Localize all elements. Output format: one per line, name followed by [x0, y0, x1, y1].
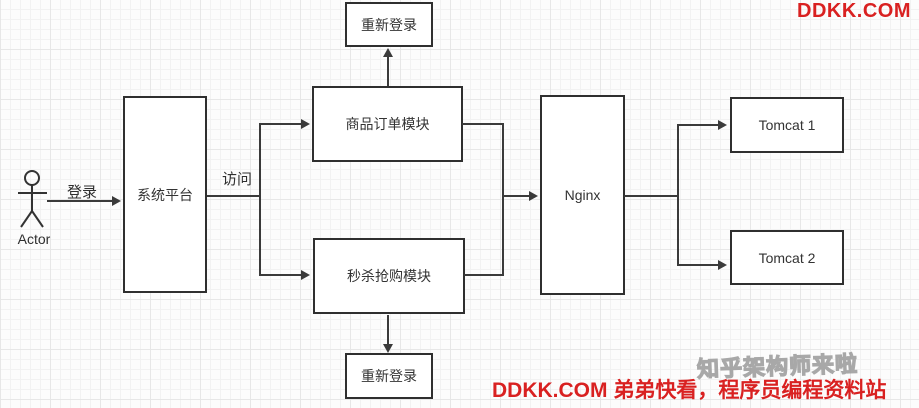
arrowhead-relogin-top-icon	[383, 48, 393, 57]
node-tomcat2: Tomcat 2	[730, 230, 844, 285]
node-relogin-bottom-label: 重新登录	[361, 368, 417, 384]
edge-tomcat-vertical	[677, 124, 679, 266]
edge-order-out-line	[462, 123, 504, 125]
edge-login-label: 登录	[67, 184, 98, 201]
arrowhead-to-nginx-icon	[529, 191, 538, 201]
node-system-platform: 系统平台	[123, 96, 207, 293]
arrowhead-to-tomcat1-icon	[718, 120, 727, 130]
edge-branch-left-vertical	[259, 123, 261, 276]
node-nginx-label: Nginx	[564, 187, 601, 203]
node-order-module: 商品订单模块	[312, 86, 463, 162]
edge-access-label: 访问	[222, 171, 253, 188]
edge-seckill-out-line	[464, 274, 504, 276]
arrowhead-relogin-bottom-icon	[383, 344, 393, 353]
edge-login-line	[47, 200, 113, 202]
edge-order-to-relogin-line	[387, 57, 389, 86]
node-relogin-top-label: 重新登录	[361, 16, 417, 33]
brand-top-right: DDKK.COM	[797, 0, 911, 22]
actor-label: Actor	[17, 231, 51, 247]
edge-nginx-out-line	[624, 195, 679, 197]
edge-seckill-to-relogin-line	[387, 315, 389, 344]
node-system-platform-label: 系统平台	[137, 186, 193, 203]
edge-access-line	[207, 195, 260, 197]
edge-to-order-line	[259, 123, 302, 125]
node-tomcat1: Tomcat 1	[730, 97, 844, 153]
actor-icon	[18, 170, 47, 228]
node-seckill-module: 秒杀抢购模块	[313, 238, 465, 314]
node-tomcat1-label: Tomcat 1	[758, 117, 816, 133]
brand-bottom-banner: DDKK.COM 弟弟快看，程序员编程资料站	[492, 379, 887, 402]
arrowhead-to-order-icon	[301, 119, 310, 129]
node-relogin-top: 重新登录	[345, 2, 433, 47]
arrowhead-login-icon	[112, 196, 121, 206]
node-relogin-bottom: 重新登录	[345, 353, 433, 399]
arrowhead-to-seckill-icon	[301, 270, 310, 280]
edge-merge-vertical	[502, 123, 504, 276]
node-tomcat2-label: Tomcat 2	[758, 249, 816, 266]
edge-to-seckill-line	[259, 274, 302, 276]
edge-to-tomcat2-line	[677, 264, 719, 266]
edge-to-tomcat1-line	[677, 124, 719, 126]
node-nginx: Nginx	[540, 95, 625, 295]
node-order-module-label: 商品订单模块	[345, 116, 430, 132]
edge-to-nginx-line	[502, 195, 530, 197]
arrowhead-to-tomcat2-icon	[718, 260, 727, 270]
node-seckill-module-label: 秒杀抢购模块	[347, 268, 431, 284]
